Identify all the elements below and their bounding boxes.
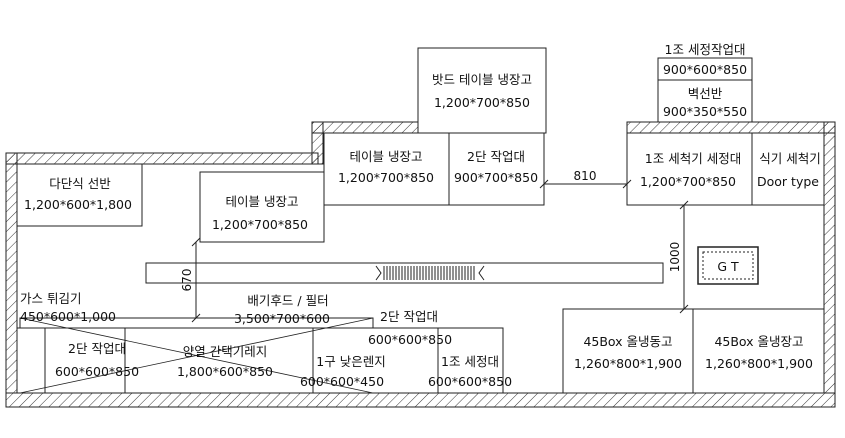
wall-shelf-size: 900*350*550 <box>663 104 747 119</box>
exhaust-hood-size: 3,500*700*600 <box>234 311 330 326</box>
low-range-size: 600*600*450 <box>300 374 384 389</box>
fryer-name: 가스 튀김기 <box>20 291 81 306</box>
work-table-mid-size: 600*600*850 <box>368 332 452 347</box>
table-fridge-2-size: 1,200*700*850 <box>212 217 308 232</box>
work-table-mid-name: 2단 작업대 <box>380 309 438 324</box>
wall-right <box>823 121 836 394</box>
refrigerator-size: 1,260*800*1,900 <box>705 356 813 371</box>
dishwasher-table-box <box>626 132 753 206</box>
exhaust-hood-name: 배기후드 / 필터 <box>247 293 328 308</box>
grease-trap: G T <box>697 246 759 285</box>
work-table-left-name: 2단 작업대 <box>68 341 126 356</box>
wall-bottom <box>5 392 836 408</box>
grease-trap-label: G T <box>717 259 739 274</box>
table-fridge-1-box <box>323 132 450 206</box>
dim-tick <box>679 304 689 314</box>
fryer-box <box>16 327 46 394</box>
hood-cross-line <box>19 317 374 394</box>
undercounter-fridge-top-name: 밧드 테이블 냉장고 <box>432 72 532 87</box>
wash-table-bottom-size: 600*600*850 <box>428 374 512 389</box>
refrigerator-box <box>692 308 825 394</box>
wall-top-left <box>5 152 319 165</box>
wall-shelf-box <box>657 79 753 123</box>
table-fridge-1-size: 1,200*700*850 <box>338 170 434 185</box>
range-oven-name: 양열 간택기레지 <box>183 344 267 359</box>
drain-trench <box>145 262 664 284</box>
dim-tick <box>539 179 549 189</box>
dim-1000-label: 1000 <box>668 242 682 273</box>
undercounter-fridge-top-box <box>417 47 547 134</box>
wash-table-top-size: 900*600*850 <box>663 62 747 77</box>
work-table-top-name: 2단 작업대 <box>467 149 525 164</box>
work-table-top-size: 900*700*850 <box>454 170 538 185</box>
undercounter-fridge-top-size: 1,200*700*850 <box>434 95 530 110</box>
table-fridge-2-name: 테이블 냉장고 <box>226 194 299 209</box>
table-fridge-2-box <box>199 171 325 243</box>
refrigerator-name: 45Box 올냉장고 <box>714 334 803 349</box>
freezer-name: 45Box 올냉동고 <box>583 334 672 349</box>
multi-shelf-size: 1,200*600*1,800 <box>24 197 132 212</box>
multi-shelf-box <box>16 163 143 227</box>
multi-shelf-name: 다단식 선반 <box>49 176 111 191</box>
dishwasher-size: Door type <box>757 174 819 189</box>
work-table-top-box <box>448 132 545 206</box>
dim-670-label: 670 <box>180 269 194 292</box>
dishwasher-table-name: 1조 세척기 세정대 <box>645 151 741 166</box>
low-range-name: 1구 낮은렌지 <box>316 354 385 369</box>
freezer-size: 1,260*800*1,900 <box>574 356 682 371</box>
range-oven-size: 1,800*600*850 <box>177 364 273 379</box>
wash-table-top-name: 1조 세정작업대 <box>665 42 746 57</box>
wall-left <box>5 152 18 394</box>
dim-tick <box>191 237 201 247</box>
wash-table-bottom-box <box>437 327 504 394</box>
dishwasher-name: 식기 세척기 <box>759 151 820 166</box>
freezer-box <box>562 308 694 394</box>
wash-table-bottom-name: 1조 세정대 <box>441 354 499 369</box>
fryer-size: 450*600*1,000 <box>20 309 116 324</box>
dim-tick <box>622 179 632 189</box>
wall-top-right <box>626 121 836 134</box>
dim-tick <box>679 200 689 210</box>
table-fridge-1-name: 테이블 냉장고 <box>350 149 423 164</box>
dim-810-label: 810 <box>574 169 597 183</box>
wall-shelf-name: 벽선반 <box>688 86 723 101</box>
dishwasher-table-size: 1,200*700*850 <box>640 174 736 189</box>
work-table-left-size: 600*600*850 <box>55 364 139 379</box>
dim-tick <box>191 313 201 323</box>
dishwasher-box <box>751 132 825 206</box>
